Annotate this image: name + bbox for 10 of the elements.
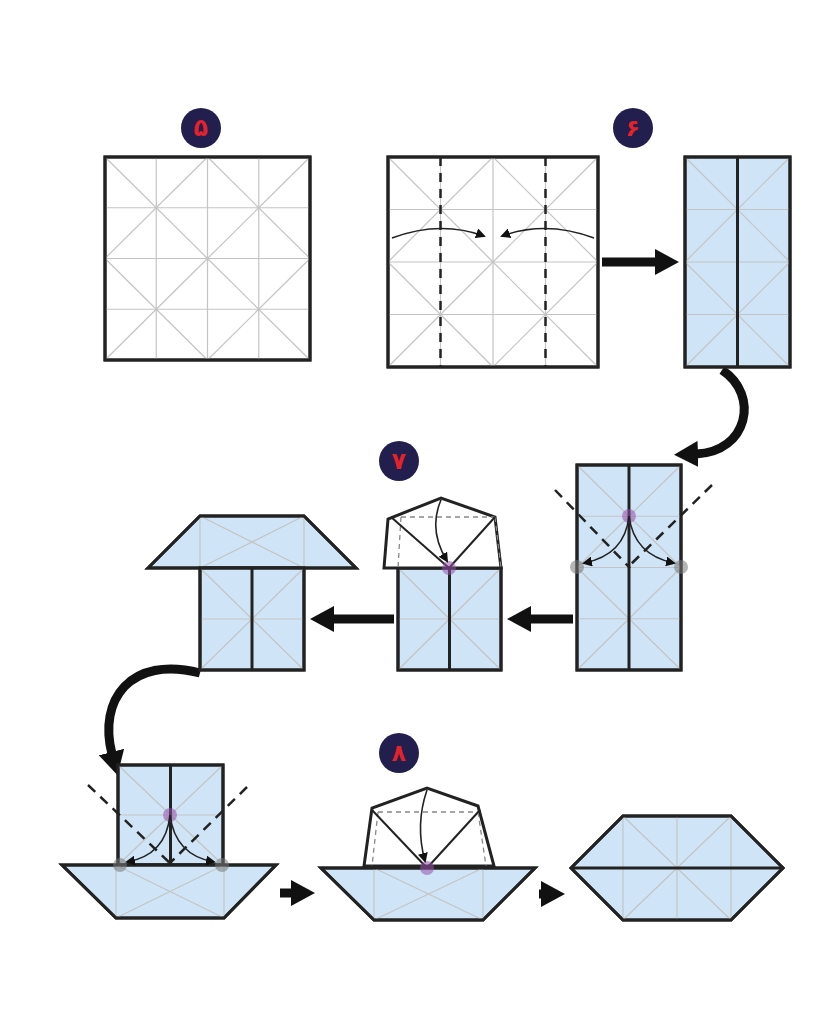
step-number: ۷ [379, 441, 419, 481]
arrow [280, 880, 315, 906]
arrow [310, 606, 394, 632]
arrow [539, 881, 565, 907]
arrow [507, 606, 573, 632]
step-number: ۵ [181, 108, 221, 148]
step-number: ۸ [379, 733, 419, 773]
step-number: ۶ [613, 108, 653, 148]
arrow [602, 249, 679, 275]
turn-over-arrow [98, 664, 201, 776]
